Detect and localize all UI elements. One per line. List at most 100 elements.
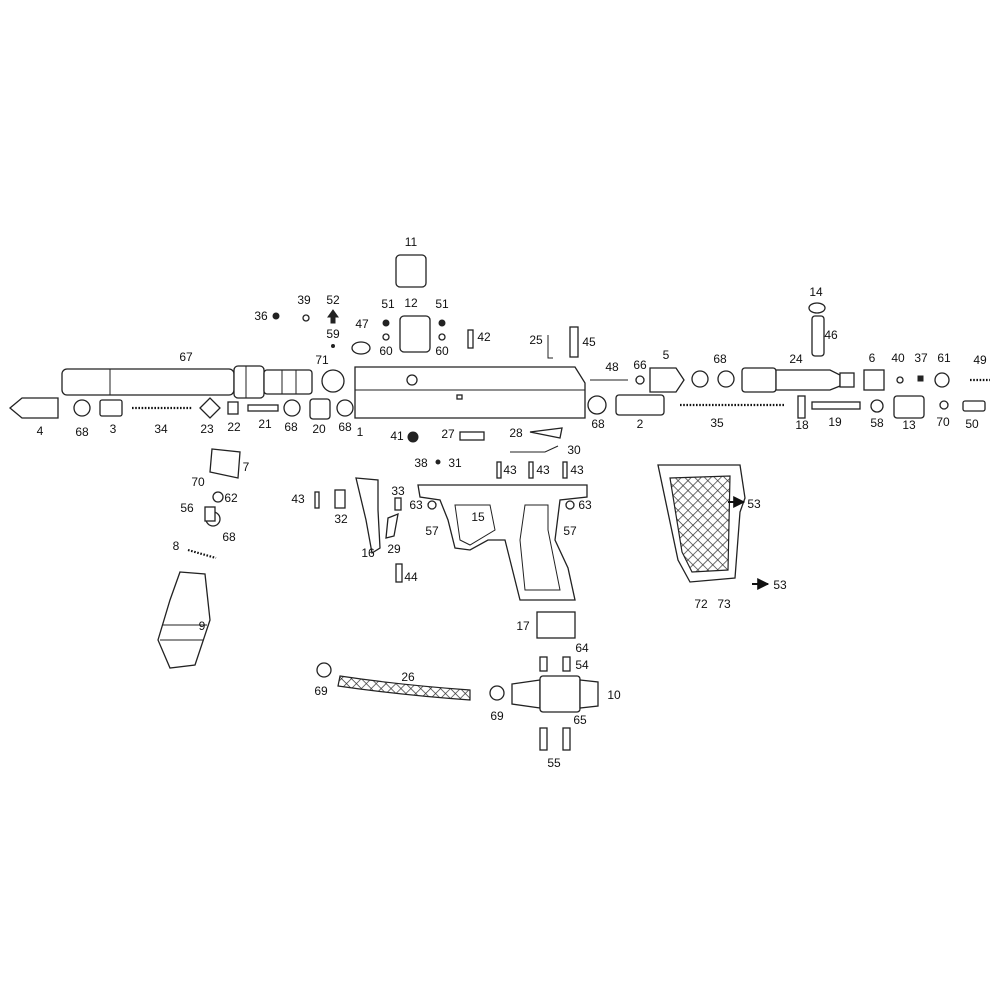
o-ring	[336, 399, 354, 417]
callout-label: 60	[379, 344, 393, 358]
washer-part	[438, 333, 446, 341]
callout-label: 17	[516, 619, 530, 633]
valve-body-part	[309, 398, 331, 420]
o-ring	[691, 370, 709, 388]
callout-label: 12	[404, 296, 418, 310]
callout-label: 58	[870, 416, 884, 430]
washer-part	[427, 500, 437, 510]
callout-label: 13	[902, 418, 916, 432]
ring-part	[321, 369, 345, 393]
nut-part	[939, 400, 949, 410]
washer-part	[212, 491, 224, 503]
callout-label: 46	[824, 328, 838, 342]
callout-label: 62	[224, 491, 238, 505]
mount-block-part	[536, 611, 576, 639]
valve-cap-part	[227, 401, 239, 415]
cap-part	[863, 369, 885, 391]
screw-part	[562, 656, 571, 672]
callout-label: 42	[477, 330, 491, 344]
callout-label: 25	[529, 333, 543, 347]
screw-part	[962, 400, 986, 412]
callout-label: 33	[391, 484, 405, 498]
callout-label: 68	[75, 425, 89, 439]
callout-label: 16	[361, 546, 375, 560]
callout-label: 32	[334, 512, 348, 526]
nut-part	[382, 319, 390, 327]
callout-label: 43	[291, 492, 305, 506]
callout-label: 8	[173, 539, 180, 553]
cup-seal-part	[199, 397, 221, 419]
nut-part	[438, 319, 446, 327]
washer-part	[635, 375, 645, 385]
callout-label: 68	[222, 530, 236, 544]
callout-label: 9	[199, 619, 206, 633]
callout-label: 38	[414, 456, 428, 470]
grip-frame-part	[417, 484, 588, 601]
callout-label: 68	[338, 420, 352, 434]
spring-clip-part	[547, 335, 553, 359]
callout-label: 48	[605, 360, 619, 374]
callout-label: 39	[297, 293, 311, 307]
callout-label: 15	[471, 510, 485, 524]
callout-label: 49	[973, 353, 987, 367]
callout-label: 55	[547, 756, 561, 770]
screw-part	[562, 727, 571, 751]
barrel-part	[61, 365, 313, 399]
callout-label: 7	[243, 460, 250, 474]
callout-label: 47	[355, 317, 369, 331]
callout-label: 4	[37, 424, 44, 438]
callout-label: 52	[326, 293, 340, 307]
washer-part	[302, 314, 310, 322]
bolt-part	[649, 367, 685, 393]
washer-part	[896, 376, 904, 384]
feed-cap-part	[395, 254, 427, 288]
sear-part	[385, 512, 399, 539]
callout-label: 24	[789, 352, 803, 366]
washer-part	[565, 500, 575, 510]
callout-label: 41	[390, 429, 404, 443]
callout-label: 5	[663, 348, 670, 362]
callout-label: 53	[773, 578, 787, 592]
callout-label: 65	[573, 713, 587, 727]
o-ring	[283, 399, 301, 417]
callout-label: 23	[200, 422, 214, 436]
callout-label: 2	[637, 417, 644, 431]
regulator-part	[511, 675, 599, 713]
callout-label: 19	[828, 415, 842, 429]
callout-label: 10	[607, 688, 621, 702]
spring-part	[187, 548, 217, 560]
receiver-body-part	[354, 366, 586, 419]
washer-part	[331, 344, 335, 348]
callout-label: 69	[314, 684, 328, 698]
callout-label: 36	[254, 309, 268, 323]
callout-label: 26	[401, 670, 415, 684]
callout-label: 50	[965, 417, 979, 431]
callout-label: 68	[284, 420, 298, 434]
wire-spring-part	[510, 445, 559, 453]
bushing-part	[99, 399, 123, 417]
pin-part	[394, 497, 402, 511]
pin-part	[247, 404, 279, 412]
rod-part	[811, 401, 861, 410]
callout-label: 28	[509, 426, 523, 440]
pin-part	[496, 461, 502, 479]
callout-label: 69	[490, 709, 504, 723]
callout-label: 27	[441, 427, 455, 441]
adapter-part	[209, 448, 241, 479]
screw-part	[204, 506, 216, 522]
ring-part	[316, 662, 332, 678]
callout-label: 59	[326, 327, 340, 341]
pin-part	[459, 431, 485, 441]
callout-label: 29	[387, 542, 401, 556]
callout-label: 68	[591, 417, 605, 431]
callout-label: 63	[578, 498, 592, 512]
callout-label: 61	[937, 351, 951, 365]
callout-label: 18	[795, 418, 809, 432]
callout-label: 22	[227, 420, 241, 434]
callout-label: 30	[567, 443, 581, 457]
callout-label: 35	[710, 416, 724, 430]
callout-label: 1	[357, 425, 364, 439]
callout-label: 70	[936, 415, 950, 429]
pin-part	[569, 326, 579, 358]
